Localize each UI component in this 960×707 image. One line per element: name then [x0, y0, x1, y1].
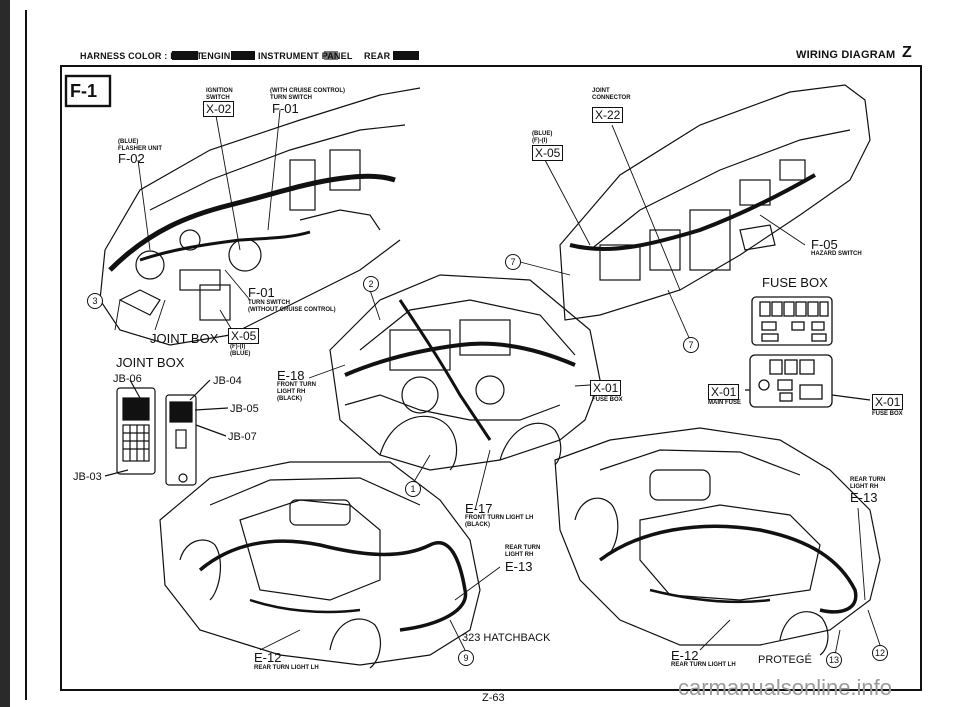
hazard-switch-label: HAZARD SWITCH: [811, 251, 862, 257]
hatchback-car: [159, 461, 481, 669]
connector-e17: E-17: [465, 501, 493, 516]
connector-f01-top: F-01: [272, 101, 299, 116]
engine-bay-car: [329, 274, 601, 471]
joint-box-drawing: [104, 379, 229, 486]
jb05-label: JB-05: [230, 403, 259, 415]
connector-e12-left: E-12: [254, 650, 282, 665]
flasher-unit-label: (BLUE) FLASHER UNIT: [118, 139, 162, 152]
connector-e12-right: E-12: [671, 648, 699, 663]
ip-harness-branch: [139, 230, 311, 262]
hatchback-title: 323 HATCHBACK: [462, 632, 551, 644]
page-number: Z-63: [482, 692, 505, 704]
callout-12: 12: [872, 645, 888, 661]
leader-lines-hatchback: [259, 566, 501, 651]
watermark: carmanualsonline.info: [678, 675, 893, 700]
right-dashboard: [559, 84, 871, 321]
joint-connector-label: JOINT CONNECTOR: [592, 88, 631, 101]
connector-e13-right: E-13: [850, 490, 878, 505]
connector-x01-right-a: X-01: [708, 384, 740, 400]
engine-harness: [344, 341, 576, 377]
harness-color-label: HARNESS COLOR : FRONT: [80, 51, 203, 61]
leader-lines-engine: [308, 289, 591, 511]
instrument-panel-swatch: [324, 51, 338, 60]
connector-x05-left: X-05: [228, 328, 260, 344]
section-letter: Z: [902, 44, 912, 61]
front-color-swatch: [172, 51, 198, 60]
fuse-box-drawing: [751, 296, 833, 346]
joint-box-label-1: JOINT BOX: [150, 331, 219, 346]
engine-color-swatch: [231, 51, 255, 60]
fuse-box-title: FUSE BOX: [762, 275, 828, 290]
blue-f-ii-label: (BLUE) (F)-(I): [532, 131, 553, 144]
instrument-panel-label: INSTRUMENT PANEL: [258, 51, 353, 61]
with-cruise-label: (WITH CRUISE CONTROL) TURN SWITCH: [270, 88, 345, 101]
connector-x22: X-22: [592, 107, 624, 123]
main-fuse-label: MAIN FUSE: [708, 400, 741, 406]
code-box: [64, 74, 112, 108]
rear-label: REAR: [364, 51, 391, 61]
connector-e13-center: E-13: [505, 559, 533, 574]
front-turn-lh-label: FRONT TURN LIGHT LH (BLACK): [465, 515, 534, 528]
leader-lines-protege: [699, 507, 881, 656]
protege-harness-branch: [649, 588, 771, 604]
connector-x01-center: X-01: [590, 380, 622, 396]
diagram-code: F-1: [70, 81, 97, 101]
front-turn-rh-label: FRONT TURN LIGHT RH (BLACK): [277, 382, 316, 402]
callout-7a: 7: [505, 254, 521, 270]
main-fuse-drawing: [745, 354, 871, 408]
fuse-box-right-label: FUSE BOX: [872, 411, 903, 417]
rear-color-swatch: [393, 51, 419, 60]
right-ip-harness: [569, 173, 816, 251]
leader-lines-left: [114, 109, 281, 331]
f-ii-blue-label: (F)-(I) (BLUE): [230, 344, 251, 357]
callout-3: 3: [87, 293, 103, 309]
engine-harness-branch: [398, 299, 492, 441]
callout-1: 1: [405, 481, 421, 497]
turn-switch-without-label: TURN SWITCH (WITHOUT CRUISE CONTROL): [248, 300, 336, 313]
callout-7b: 7: [683, 337, 699, 353]
hatchback-harness: [198, 539, 468, 632]
page-title: WIRING DIAGRAM: [796, 49, 896, 61]
diagram-frame: [60, 65, 922, 691]
callout-13: 13: [826, 652, 842, 668]
protege-harness: [598, 524, 858, 614]
ignition-switch-label: IGNITION SWITCH: [206, 88, 233, 101]
connector-x01-right-b: X-01: [872, 394, 904, 410]
fuse-box-center-label: FUSE BOX: [592, 397, 623, 403]
rear-turn-rh-center-label: REAR TURN LIGHT RH: [505, 545, 541, 558]
callout-2: 2: [363, 276, 379, 292]
protege-title: PROTEGÉ: [758, 654, 812, 666]
ip-harness: [108, 173, 396, 272]
jb06-label: JB-06: [113, 373, 142, 385]
protege-car: [554, 427, 881, 656]
joint-box-label-2: JOINT BOX: [116, 355, 185, 370]
jb03-label: JB-03: [73, 471, 102, 483]
connector-f02: F-02: [118, 151, 145, 166]
connector-x02: X-02: [203, 101, 235, 117]
hatchback-harness-branch: [249, 598, 361, 614]
jb07-label: JB-07: [228, 431, 257, 443]
rear-turn-lh-left-label: REAR TURN LIGHT LH: [254, 665, 319, 671]
callout-9: 9: [458, 650, 474, 666]
connector-f01-mid: F-01: [248, 285, 275, 300]
connector-e18: E-18: [277, 368, 305, 383]
jb04-label: JB-04: [213, 375, 242, 387]
engine-label: ENGINE: [201, 51, 237, 61]
leader-lines-right: [519, 124, 806, 341]
rear-turn-lh-right-label: REAR TURN LIGHT LH: [671, 662, 736, 668]
binding-edge: [0, 0, 10, 707]
connector-f05: F-05: [811, 237, 838, 252]
connector-x05-mid: X-05: [532, 145, 564, 161]
rear-turn-rh-right-label: REAR TURN LIGHT RH: [850, 477, 886, 490]
